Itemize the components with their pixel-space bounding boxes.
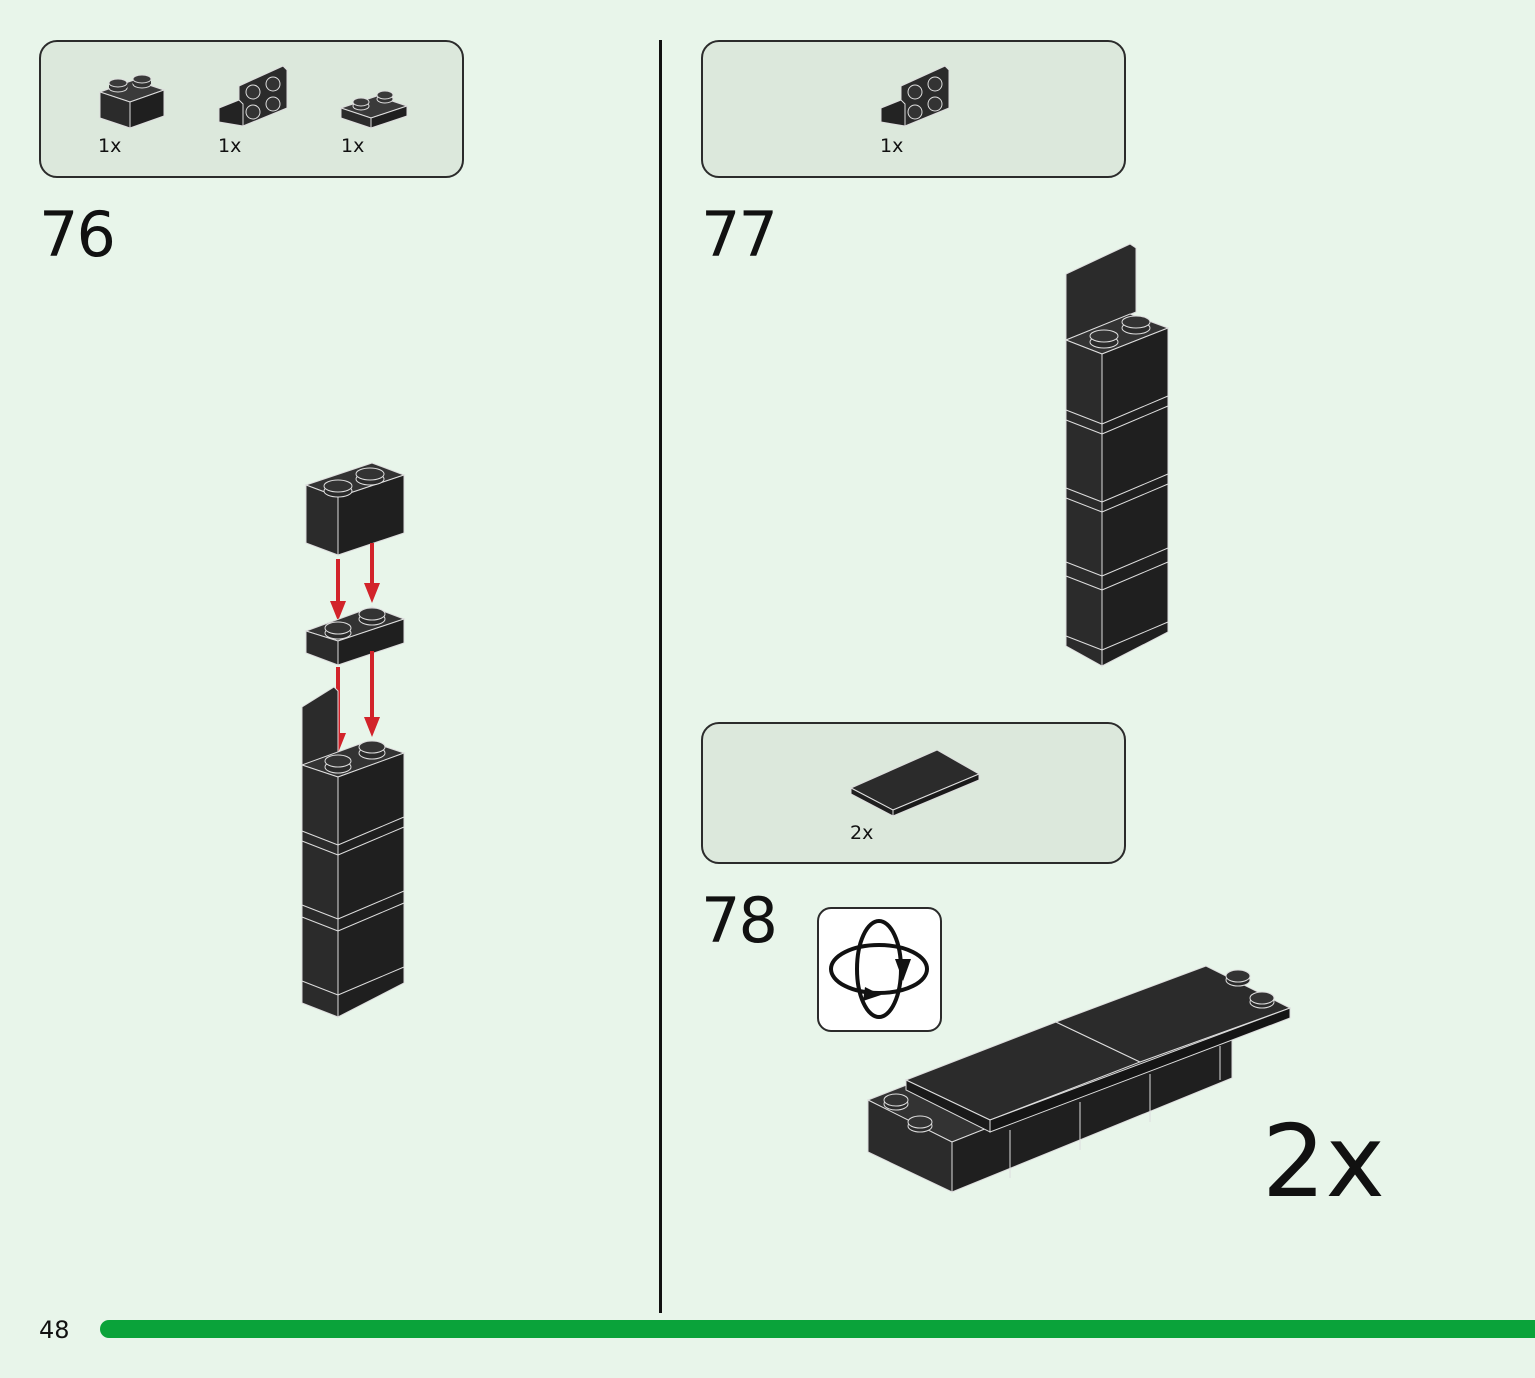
bracket-part-icon	[880, 65, 950, 127]
progress-bar	[100, 1320, 1535, 1338]
tile-2x4-part-icon	[849, 749, 981, 817]
step-number: 77	[701, 198, 778, 271]
step-77-parts-box: 1x	[701, 40, 1126, 178]
brick-1x2-part-icon	[98, 74, 166, 129]
build-multiplier: 2x	[1262, 1103, 1385, 1220]
part-qty: 2x	[850, 822, 874, 844]
step-number: 76	[39, 198, 116, 271]
step-76-parts-box: 1x 1x 1x	[39, 40, 464, 178]
page-number: 48	[39, 1316, 70, 1344]
step-78-parts-box: 2x	[701, 722, 1126, 864]
page-divider	[659, 40, 662, 1313]
plate-1x2-part-icon	[339, 90, 409, 129]
bracket-part-icon	[218, 65, 288, 127]
part-qty: 1x	[341, 135, 365, 157]
part-qty: 1x	[98, 135, 122, 157]
step-77-assembly-illustration	[1064, 243, 1170, 667]
part-qty: 1x	[218, 135, 242, 157]
step-number: 78	[701, 884, 778, 957]
step-78-assembly-illustration	[866, 965, 1292, 1193]
part-qty: 1x	[880, 135, 904, 157]
rotate-model-icon	[817, 907, 942, 1032]
step-76-assembly-illustration	[300, 462, 406, 1018]
